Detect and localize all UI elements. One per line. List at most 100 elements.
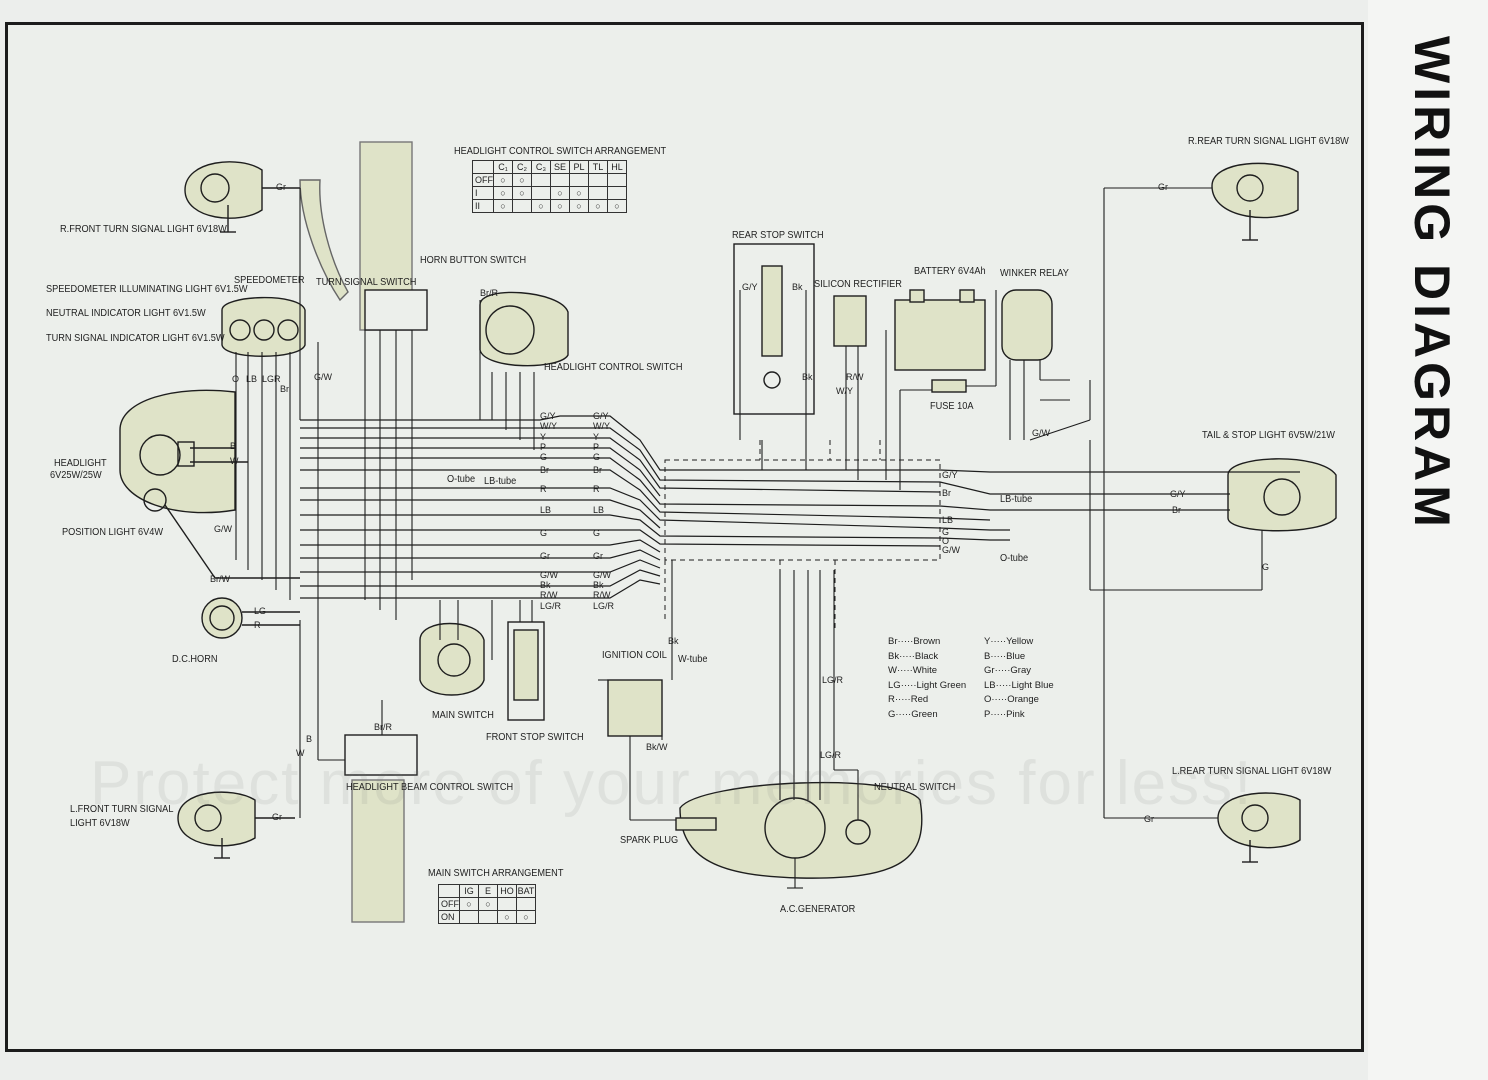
harness-wire-label-right: W/Y — [593, 421, 610, 431]
wire-label: Gr — [276, 182, 286, 192]
rear-stop-switch-body — [733, 243, 815, 415]
legend-entry: W·····White — [888, 665, 937, 676]
page-title: WIRING DIAGRAM — [1402, 36, 1462, 616]
headlight-body — [119, 389, 236, 514]
table-header: HO — [497, 884, 517, 898]
label-neutral-ind: NEUTRAL INDICATOR LIGHT 6V1.5W — [46, 308, 206, 319]
ignition-coil-body — [607, 679, 663, 737]
wire-label: O — [232, 374, 240, 384]
legend-name: Blue — [1006, 650, 1026, 662]
legend-code: W — [888, 665, 897, 676]
legend-entry: LG·····Light Green — [888, 680, 966, 691]
legend-dots: ····· — [990, 636, 1007, 647]
harness-wire-label-right: Y — [593, 432, 600, 442]
legend-entry: P·····Pink — [984, 709, 1025, 720]
table-corner — [438, 884, 460, 898]
legend-entry: Br·····Brown — [888, 636, 940, 647]
wire-label: W — [230, 456, 239, 466]
harness-wire-label-right: LG/R — [593, 601, 615, 611]
legend-dots: ····· — [990, 708, 1007, 720]
wire-label: LG/R — [820, 750, 842, 760]
legend-code: B — [984, 650, 991, 662]
label-horn-button-switch: HORN BUTTON SWITCH — [420, 255, 527, 266]
legend-dots: ····· — [897, 636, 914, 647]
legend-code: Br — [888, 636, 898, 647]
table-header: C₁ — [493, 160, 513, 174]
silicon-rectifier-body — [833, 295, 867, 347]
legend-entry: LB·····Light Blue — [984, 680, 1054, 691]
wire-label: R/W — [846, 372, 864, 382]
legend-code: Bk — [888, 650, 900, 662]
harness-wire-label-right: Gr — [593, 551, 603, 561]
legend-dots: ····· — [991, 694, 1008, 705]
wire-label: R — [254, 620, 261, 630]
tail-wire-label: LB — [942, 515, 954, 525]
label-r-rear-turn: R.REAR TURN SIGNAL LIGHT 6V18W — [1188, 136, 1349, 147]
label-w-tube: W-tube — [678, 654, 708, 665]
headlight-beam-switch-box — [344, 734, 418, 776]
harness-wire-label-left: Br — [540, 465, 549, 475]
left-grip — [351, 779, 405, 923]
harness-wire-label-right: G — [593, 528, 601, 538]
wire-label: LG/R — [822, 675, 844, 685]
label-lb-tube: LB-tube — [484, 476, 517, 487]
legend-entry: Gr·····Gray — [984, 665, 1031, 676]
label-tail-stop: TAIL & STOP LIGHT 6V5W/21W — [1202, 430, 1335, 441]
harness-wire-label-left: W/Y — [540, 421, 557, 431]
label-turn-ind: TURN SIGNAL INDICATOR LIGHT 6V1.5W — [46, 333, 225, 344]
legend-name: Orange — [1007, 694, 1039, 705]
table-header: E — [478, 884, 498, 898]
legend-code: LG — [888, 679, 901, 691]
wire-label: G/W — [314, 372, 332, 382]
label-front-stop-switch: FRONT STOP SWITCH — [486, 732, 584, 743]
label-speedometer: SPEEDOMETER — [234, 275, 305, 286]
wire-label: G/W — [214, 524, 232, 534]
watermark-text: Protect more of your memories for less! — [90, 749, 1254, 818]
wire-label: W/Y — [836, 386, 853, 396]
wire-label: Bk — [802, 372, 813, 382]
wire-label: Bk — [792, 282, 803, 292]
legend-dots: ····· — [894, 694, 911, 705]
wire-label: Br — [280, 384, 289, 394]
label-main-switch-arrangement: MAIN SWITCH ARRANGEMENT — [428, 868, 564, 879]
speedometer-body — [221, 296, 306, 357]
table-header: BAT — [516, 884, 536, 898]
harness-wire-label-right: G/W — [593, 570, 611, 580]
main-switch-body — [419, 622, 485, 696]
turn-signal-switch-box — [364, 289, 428, 331]
legend-code: R — [888, 694, 895, 705]
wire-label: Gr — [1158, 182, 1168, 192]
label-headlight: HEADLIGHT — [54, 458, 107, 469]
legend-code: Y — [984, 636, 991, 647]
harness-wire-label-right: G — [593, 452, 601, 462]
label-r-front-turn: R.FRONT TURN SIGNAL LIGHT 6V18W — [60, 224, 227, 235]
wire-label: Bk/W — [646, 742, 668, 752]
spark-plug-body — [675, 817, 717, 831]
table-header: PL — [569, 160, 589, 174]
label-dc-horn: D.C.HORN — [172, 654, 218, 665]
headlight-control-arrangement-table: C₁ C₂ C₃ SE PL TL HL OFF○○ I○○○○ II○○○○○… — [472, 160, 627, 213]
tail-wire-label: Br — [942, 488, 951, 498]
legend-dots: ····· — [895, 708, 912, 720]
wire-label: Bk — [668, 636, 679, 646]
harness-wire-label-right: LB — [593, 505, 605, 515]
wire-label: Gr — [272, 812, 282, 822]
wire-label: R — [274, 374, 281, 384]
harness-wire-label-left: Bk — [540, 580, 551, 590]
label-headlight-beam-switch: HEADLIGHT BEAM CONTROL SWITCH — [346, 782, 514, 793]
label-ignition-coil: IGNITION COIL — [602, 650, 667, 661]
label-neutral-switch: NEUTRAL SWITCH — [874, 782, 956, 793]
harness-wire-label-left: G/Y — [540, 411, 556, 421]
tail-light-wire-label: G/Y — [1170, 489, 1186, 499]
table-header: HL — [607, 160, 627, 174]
table-header: C₃ — [531, 160, 551, 174]
legend-code: O — [984, 694, 992, 705]
main-switch-arrangement-table: IG E HO BAT OFF○○ ON○○ — [438, 884, 536, 924]
label-fuse: FUSE 10A — [930, 401, 974, 412]
tail-wire-label: G/Y — [942, 470, 958, 480]
wire-label: B — [230, 441, 237, 451]
legend-name: Black — [914, 650, 939, 662]
table-header: C₂ — [512, 160, 532, 174]
